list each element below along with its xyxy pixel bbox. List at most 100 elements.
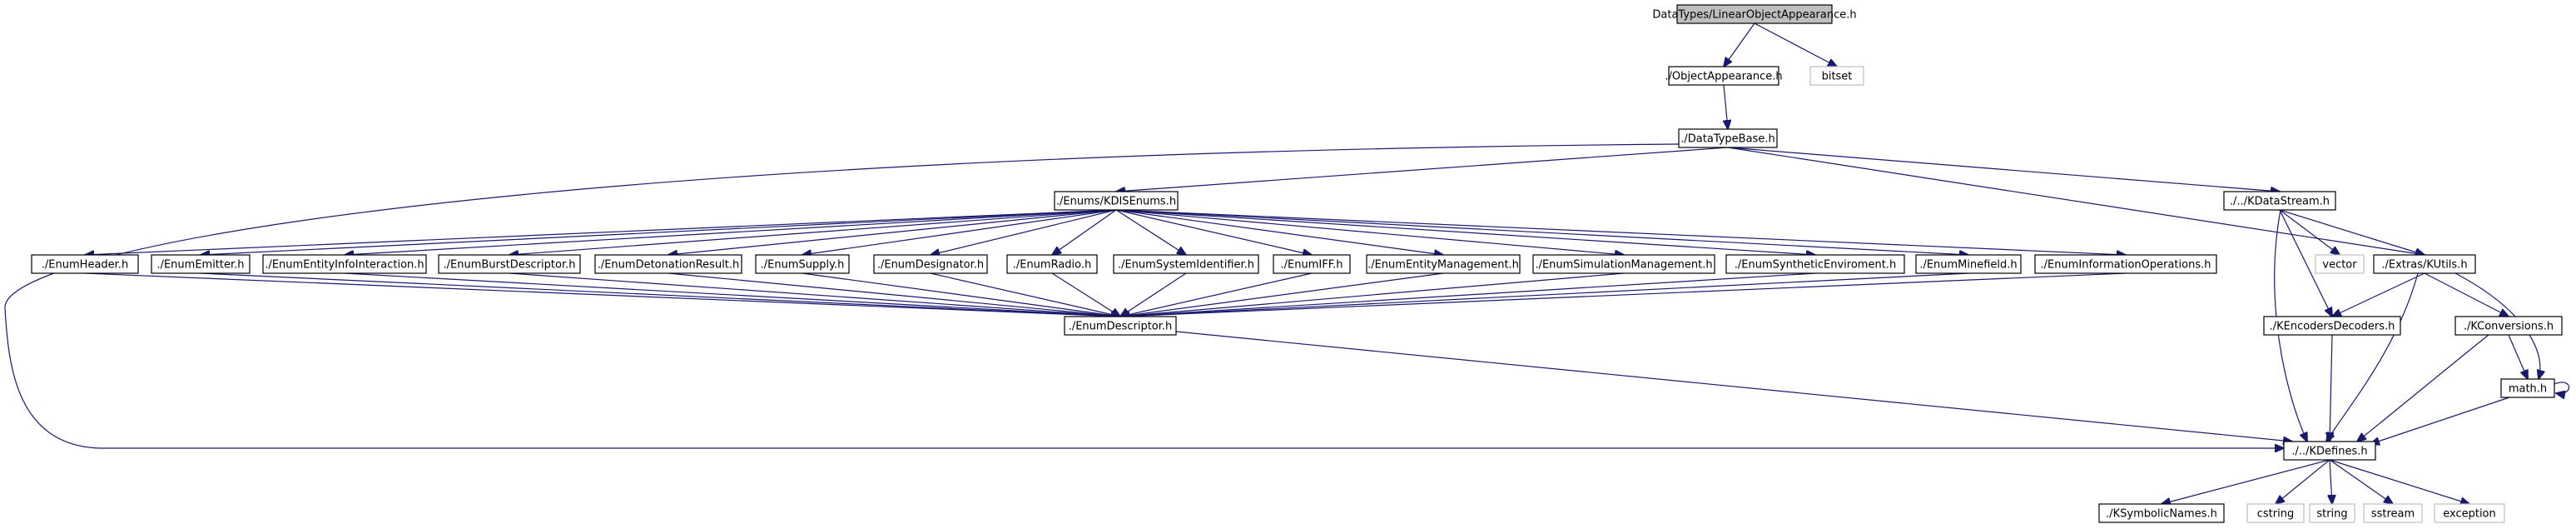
- node-box-enumentitymanagement: [1366, 254, 1521, 274]
- node-datatypebase[interactable]: ./DataTypeBase.h: [1678, 128, 1778, 148]
- node-math[interactable]: math.h: [2500, 378, 2555, 398]
- node-label-kutils: ./Extras/KUtils.h: [2381, 259, 2467, 272]
- node-enumentitymanagement[interactable]: ./EnumEntityManagement.h: [1366, 254, 1521, 274]
- node-enumdescriptor[interactable]: ./EnumDescriptor.h: [1064, 316, 1177, 336]
- edge-enumsimulationmanagement-to-enumdescriptor: [1120, 272, 1625, 317]
- node-kdisenums[interactable]: ./Enums/KDISEnums.h: [1054, 191, 1179, 211]
- node-box-enumsyntheticenvironment: [1725, 254, 1905, 274]
- edge-kdisenums-to-enumsyntheticenvironment: [1115, 209, 1815, 255]
- node-box-exception: [2434, 503, 2505, 523]
- node-label-kencodersdecoders: ./KEncodersDecoders.h: [2270, 321, 2395, 333]
- node-box-ksymbolicnames: [2098, 503, 2225, 523]
- edge-kdisenums-to-enumsimulationmanagement: [1115, 209, 1624, 255]
- edge-kdatastream-to-kutils: [2279, 209, 2425, 255]
- node-box-root: [1676, 4, 1833, 24]
- edge-kconversions-to-math: [2508, 334, 2528, 379]
- edge-kutils-to-kencodersdecoders: [2332, 272, 2425, 317]
- node-label-enuminformationoperations: ./EnumInformationOperations.h: [2041, 259, 2211, 272]
- node-box-kdisenums: [1054, 191, 1179, 211]
- node-enumsyntheticenvironment[interactable]: ./EnumSyntheticEnviroment.h: [1725, 254, 1905, 274]
- node-label-enumsystemidentifier: ./EnumSystemIdentifier.h: [1118, 259, 1254, 272]
- node-label-objectappearance: ./ObjectAppearance.h: [1665, 71, 1782, 83]
- node-enumheader[interactable]: ./EnumHeader.h: [31, 254, 139, 274]
- node-enumdetonationresult[interactable]: ./EnumDetonationResult.h: [594, 254, 742, 274]
- node-label-enumdetonationresult: ./EnumDetonationResult.h: [598, 259, 740, 272]
- edge-enumentitymanagement-to-enumdescriptor: [1120, 272, 1444, 317]
- node-label-enumdescriptor: ./EnumDescriptor.h: [1069, 321, 1173, 333]
- node-kdatastream[interactable]: ./../KDataStream.h: [2223, 191, 2336, 211]
- node-enumemitter[interactable]: ./EnumEmitter.h: [151, 254, 251, 274]
- node-label-kdatastream: ./../KDataStream.h: [2230, 196, 2330, 208]
- node-root[interactable]: DataTypes/LinearObjectAppearance.h: [1652, 4, 1857, 24]
- node-enumsystemidentifier[interactable]: ./EnumSystemIdentifier.h: [1113, 254, 1259, 274]
- edge-kdatastream-to-kdefines: [2274, 209, 2307, 442]
- node-enumradio[interactable]: ./EnumRadio.h: [1006, 254, 1098, 274]
- node-label-kdefines: ./../KDefines.h: [2291, 446, 2367, 458]
- edge-enumradio-to-enumdescriptor: [1051, 272, 1120, 317]
- node-enuminformationoperations[interactable]: ./EnumInformationOperations.h: [2034, 254, 2217, 274]
- node-string: string: [2309, 503, 2355, 523]
- node-box-math: [2500, 378, 2555, 398]
- node-box-enumsupply: [755, 254, 850, 274]
- node-kdefines[interactable]: ./../KDefines.h: [2283, 441, 2376, 461]
- edge-datatypebase-to-kdisenums: [1116, 147, 1729, 192]
- edge-kdisenums-to-enumburstdescriptor: [509, 209, 1117, 255]
- edge-kutils-to-kdefines: [2326, 272, 2419, 442]
- edge-enumdescriptor-to-kdefines: [1175, 331, 2292, 442]
- node-label-ksymbolicnames: ./KSymbolicNames.h: [2106, 508, 2217, 521]
- edge-enuminformationoperations-to-enumdescriptor: [1120, 272, 2127, 317]
- node-label-enumburstdescriptor: ./EnumBurstDescriptor.h: [444, 259, 576, 272]
- edge-enumsystemidentifier-to-enumdescriptor: [1120, 272, 1187, 317]
- node-label-math: math.h: [2509, 383, 2547, 396]
- node-box-enumemitter: [151, 254, 251, 274]
- edge-enumentityinfointeraction-to-enumdescriptor: [344, 272, 1120, 317]
- edge-kdisenums-to-enumradio: [1052, 209, 1117, 255]
- node-box-enumradio: [1006, 254, 1098, 274]
- edge-enumdetonationresult-to-enumdescriptor: [668, 272, 1120, 317]
- node-kconversions[interactable]: ./KConversions.h: [2454, 316, 2563, 336]
- edge-root-to-bitset: [1754, 22, 1837, 67]
- node-vector: vector: [2315, 254, 2365, 274]
- node-label-enumsupply: ./EnumSupply.h: [761, 259, 845, 272]
- node-bitset: bitset: [1809, 66, 1864, 86]
- edge-kdatastream-to-vector: [2279, 209, 2340, 255]
- edge-kdisenums-to-enumdetonationresult: [668, 209, 1117, 255]
- node-label-datatypebase: ./DataTypeBase.h: [1680, 133, 1774, 146]
- node-ksymbolicnames[interactable]: ./KSymbolicNames.h: [2098, 503, 2225, 523]
- node-enumminefield[interactable]: ./EnumMinefield.h: [1915, 254, 2022, 274]
- node-label-bitset: bitset: [1822, 71, 1853, 83]
- node-kutils[interactable]: ./Extras/KUtils.h: [2373, 254, 2476, 274]
- node-label-kdisenums: ./Enums/KDISEnums.h: [1056, 196, 1176, 208]
- node-label-enumdesignator: ./EnumDesignator.h: [877, 259, 984, 272]
- node-box-enumburstdescriptor: [438, 254, 581, 274]
- node-enumburstdescriptor[interactable]: ./EnumBurstDescriptor.h: [438, 254, 581, 274]
- edge-kconversions-to-kdefines: [2357, 334, 2489, 442]
- edge-kdisenums-to-enumsystemidentifier: [1115, 209, 1186, 255]
- node-label-enumradio: ./EnumRadio.h: [1013, 259, 1092, 272]
- node-sstream: sstream: [2363, 503, 2423, 523]
- edge-datatypebase-to-kdefines: [4, 143, 2284, 448]
- node-objectappearance[interactable]: ./ObjectAppearance.h: [1665, 66, 1783, 86]
- edge-enumheader-to-enumdescriptor: [84, 272, 1120, 317]
- node-enumsupply[interactable]: ./EnumSupply.h: [755, 254, 850, 274]
- node-enumdesignator[interactable]: ./EnumDesignator.h: [873, 254, 988, 274]
- node-enumentityinfointeraction[interactable]: ./EnumEntityInfoInteraction.h: [262, 254, 427, 274]
- edge-kdisenums-to-enumentitymanagement: [1115, 209, 1443, 255]
- edge-kdefines-to-string: [2330, 459, 2332, 504]
- node-enumsimulationmanagement[interactable]: ./EnumSimulationManagement.h: [1532, 254, 1715, 274]
- node-box-enumheader: [31, 254, 139, 274]
- edge-kdisenums-to-enumsupply: [802, 209, 1117, 255]
- node-label-cstring: cstring: [2257, 508, 2294, 521]
- node-box-enumiff: [1273, 254, 1351, 274]
- node-box-enumentityinfointeraction: [262, 254, 427, 274]
- node-box-enumdesignator: [873, 254, 988, 274]
- edge-kdefines-to-sstream: [2329, 459, 2393, 504]
- edge-enumminefield-to-enumdescriptor: [1120, 272, 1969, 317]
- edge-kdisenums-to-enumminefield: [1115, 209, 1968, 255]
- node-box-enumminefield: [1915, 254, 2022, 274]
- node-kencodersdecoders[interactable]: ./KEncodersDecoders.h: [2263, 316, 2401, 336]
- node-enumiff[interactable]: ./EnumIFF.h: [1273, 254, 1351, 274]
- edge-kdisenums-to-enuminformationoperations: [1115, 209, 2126, 255]
- edge-enumsyntheticenvironment-to-enumdescriptor: [1120, 272, 1816, 317]
